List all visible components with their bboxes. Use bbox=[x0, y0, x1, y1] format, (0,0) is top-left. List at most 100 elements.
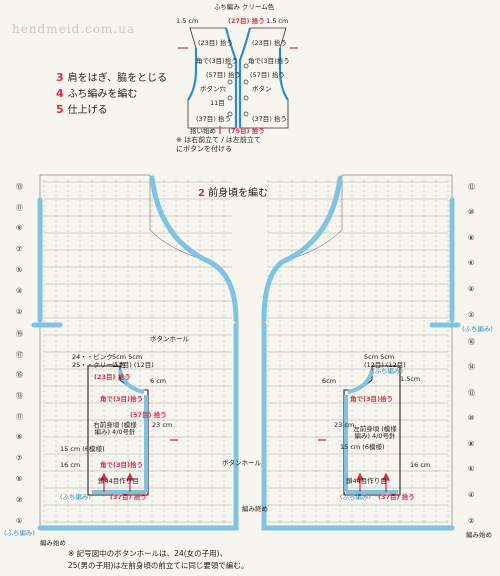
lf-corner: 角で(3目)拾う bbox=[350, 395, 393, 403]
rf-cast-on: 鎖44目作り目 bbox=[98, 477, 139, 485]
small-right-top-dim: 1.5 cm bbox=[266, 17, 289, 25]
small-bottom-pickup: (75目) 拾う bbox=[228, 127, 265, 135]
right-front-inner-border bbox=[92, 369, 148, 494]
lf-15cm-edge: 1.5cm bbox=[400, 375, 421, 383]
small-neck-left: (23目) 拾う bbox=[198, 39, 233, 47]
edge-end: 編み終め bbox=[242, 505, 268, 513]
lf-16cm: 16 cm bbox=[410, 461, 431, 469]
row-number: ⑦ bbox=[16, 454, 23, 463]
edge-start: 編み始め bbox=[466, 531, 492, 539]
row-number: ① bbox=[16, 517, 23, 525]
watermark: hendmeid.com.ua bbox=[12, 22, 136, 36]
row-number: ⑩ bbox=[468, 413, 475, 422]
rf-body-label: 右前身頃 (模様編み) 4/0号針 bbox=[93, 421, 137, 436]
rf-arm-pick: (57目) 拾う bbox=[130, 411, 167, 419]
row-number: ⑩ bbox=[468, 207, 475, 216]
row-number: ② bbox=[468, 310, 475, 319]
rf-corner-2: 角で(3目)拾う bbox=[100, 461, 143, 469]
start-left: 編み始め bbox=[40, 539, 66, 547]
row-number: ⑥ bbox=[468, 259, 475, 268]
small-vest-buttons bbox=[227, 63, 249, 117]
small-bottom-pickup-left: (37目) 拾う bbox=[196, 115, 231, 123]
rf-yarn-2: 25・・クリーム色 bbox=[72, 361, 126, 369]
direction-arrows bbox=[99, 439, 391, 492]
small-corner-right: 角で(3目)拾う bbox=[248, 57, 290, 65]
button-note: ※ は右前立て / は左前立て にボタンを付ける bbox=[176, 136, 261, 153]
rf-corner: 角で(3目)拾う bbox=[100, 395, 143, 403]
footnote: ※ 記号図中のボタンホールは、24(女の子用)、 25(男の子用)は左前身頃の前… bbox=[68, 549, 249, 570]
rf-stitch: (12目) (12目) bbox=[112, 361, 154, 369]
row-number: ② bbox=[468, 517, 475, 525]
small-red-arrows bbox=[178, 47, 298, 134]
row-number: ⑬ bbox=[16, 392, 23, 401]
rf-6cm: 6 cm bbox=[150, 377, 167, 385]
small-bottom-pickup-right: (37目) 拾う bbox=[252, 115, 287, 123]
rf-15cm: 15 cm (6模様) bbox=[60, 445, 105, 453]
small-corner-left: 角で(3目)拾う bbox=[196, 57, 238, 65]
small-neck-right: (23目) 拾う bbox=[252, 39, 287, 47]
lf-border-top: (ふち編み) bbox=[372, 367, 403, 375]
row-number: ⑭ bbox=[468, 363, 475, 372]
small-side-11: 11目 bbox=[210, 99, 225, 107]
small-button-hole: ボタン穴 bbox=[200, 85, 226, 93]
small-top-label: ふち編み クリーム色 bbox=[214, 3, 275, 11]
lf-bottom-pick: (37目) 拾う bbox=[378, 493, 415, 501]
row-number: ③ bbox=[16, 286, 23, 295]
small-button: ボタン bbox=[252, 85, 272, 93]
small-left-top-dim: 1.5 cm bbox=[176, 17, 199, 25]
left-front-border bbox=[261, 175, 461, 531]
row-number: ⑤ bbox=[16, 475, 23, 484]
rf-width: 5cm 5cm bbox=[112, 353, 143, 361]
rf-border: (ふち編み) bbox=[60, 493, 91, 501]
row-number: ⑰ bbox=[16, 350, 23, 359]
small-top-pickup: (27目) 拾う bbox=[228, 17, 265, 25]
lf-23cm: 23 cm bbox=[334, 421, 355, 429]
rf-23cm: 23 cm bbox=[152, 421, 173, 429]
side-right-border: (ふち編み) bbox=[462, 325, 493, 333]
lf-border: (ふち編み) bbox=[340, 493, 371, 501]
row-number: ⑤ bbox=[16, 265, 23, 274]
row-number: ⑬ bbox=[16, 183, 23, 191]
small-armhole-left: (57目) 拾う bbox=[206, 71, 241, 79]
row-number: ⑯ bbox=[468, 337, 475, 346]
left-front-inner-border bbox=[344, 369, 398, 494]
lf-width: 5cm 5cm bbox=[364, 353, 395, 361]
rf-button-hole-side: ボタンホール bbox=[222, 459, 261, 467]
row-number: ⑧ bbox=[468, 439, 475, 448]
side-left-bottom-border: (ふち編み) bbox=[4, 529, 35, 537]
small-vest-border bbox=[187, 27, 289, 128]
row-number: ① bbox=[16, 307, 23, 316]
right-front-grid bbox=[43, 180, 232, 526]
lf-body-label: 左前身頃 (模様編み) 4/0号針 bbox=[353, 425, 397, 440]
row-number: ⑨ bbox=[16, 223, 23, 232]
row-number: ⑥ bbox=[468, 465, 475, 474]
small-armhole-right: (57目) 拾う bbox=[250, 71, 285, 79]
lf-cast-on: 鎖44目作り目 bbox=[346, 477, 387, 485]
left-front-grid bbox=[267, 180, 449, 526]
row-number: ⑫ bbox=[468, 389, 475, 398]
right-front-border bbox=[31, 175, 239, 531]
row-number: ④ bbox=[468, 491, 475, 500]
rf-neck-pick: (23目) 拾う bbox=[94, 373, 131, 381]
rf-16cm: 16 cm bbox=[60, 461, 81, 469]
row-number: ⑪ bbox=[16, 413, 23, 422]
row-number: ⑲ bbox=[16, 329, 23, 338]
lf-6cm: 6cm bbox=[322, 377, 337, 385]
rf-bottom-pick: (37目) 拾う bbox=[110, 493, 147, 501]
row-number: ⑫ bbox=[468, 183, 475, 191]
row-number: ⑨ bbox=[16, 433, 23, 442]
row-number: ④ bbox=[468, 285, 475, 294]
small-bottom-start: 拾い始め bbox=[190, 127, 216, 135]
row-number: ⑧ bbox=[468, 233, 475, 242]
rf-yarn-1: 24・・ピンク bbox=[72, 353, 113, 361]
lf-15cm: 15 cm (6模様) bbox=[340, 443, 385, 451]
lf-stitch: (12目) (12目) bbox=[364, 361, 406, 369]
row-number: ③ bbox=[16, 496, 23, 505]
row-number: ⑪ bbox=[16, 203, 23, 212]
